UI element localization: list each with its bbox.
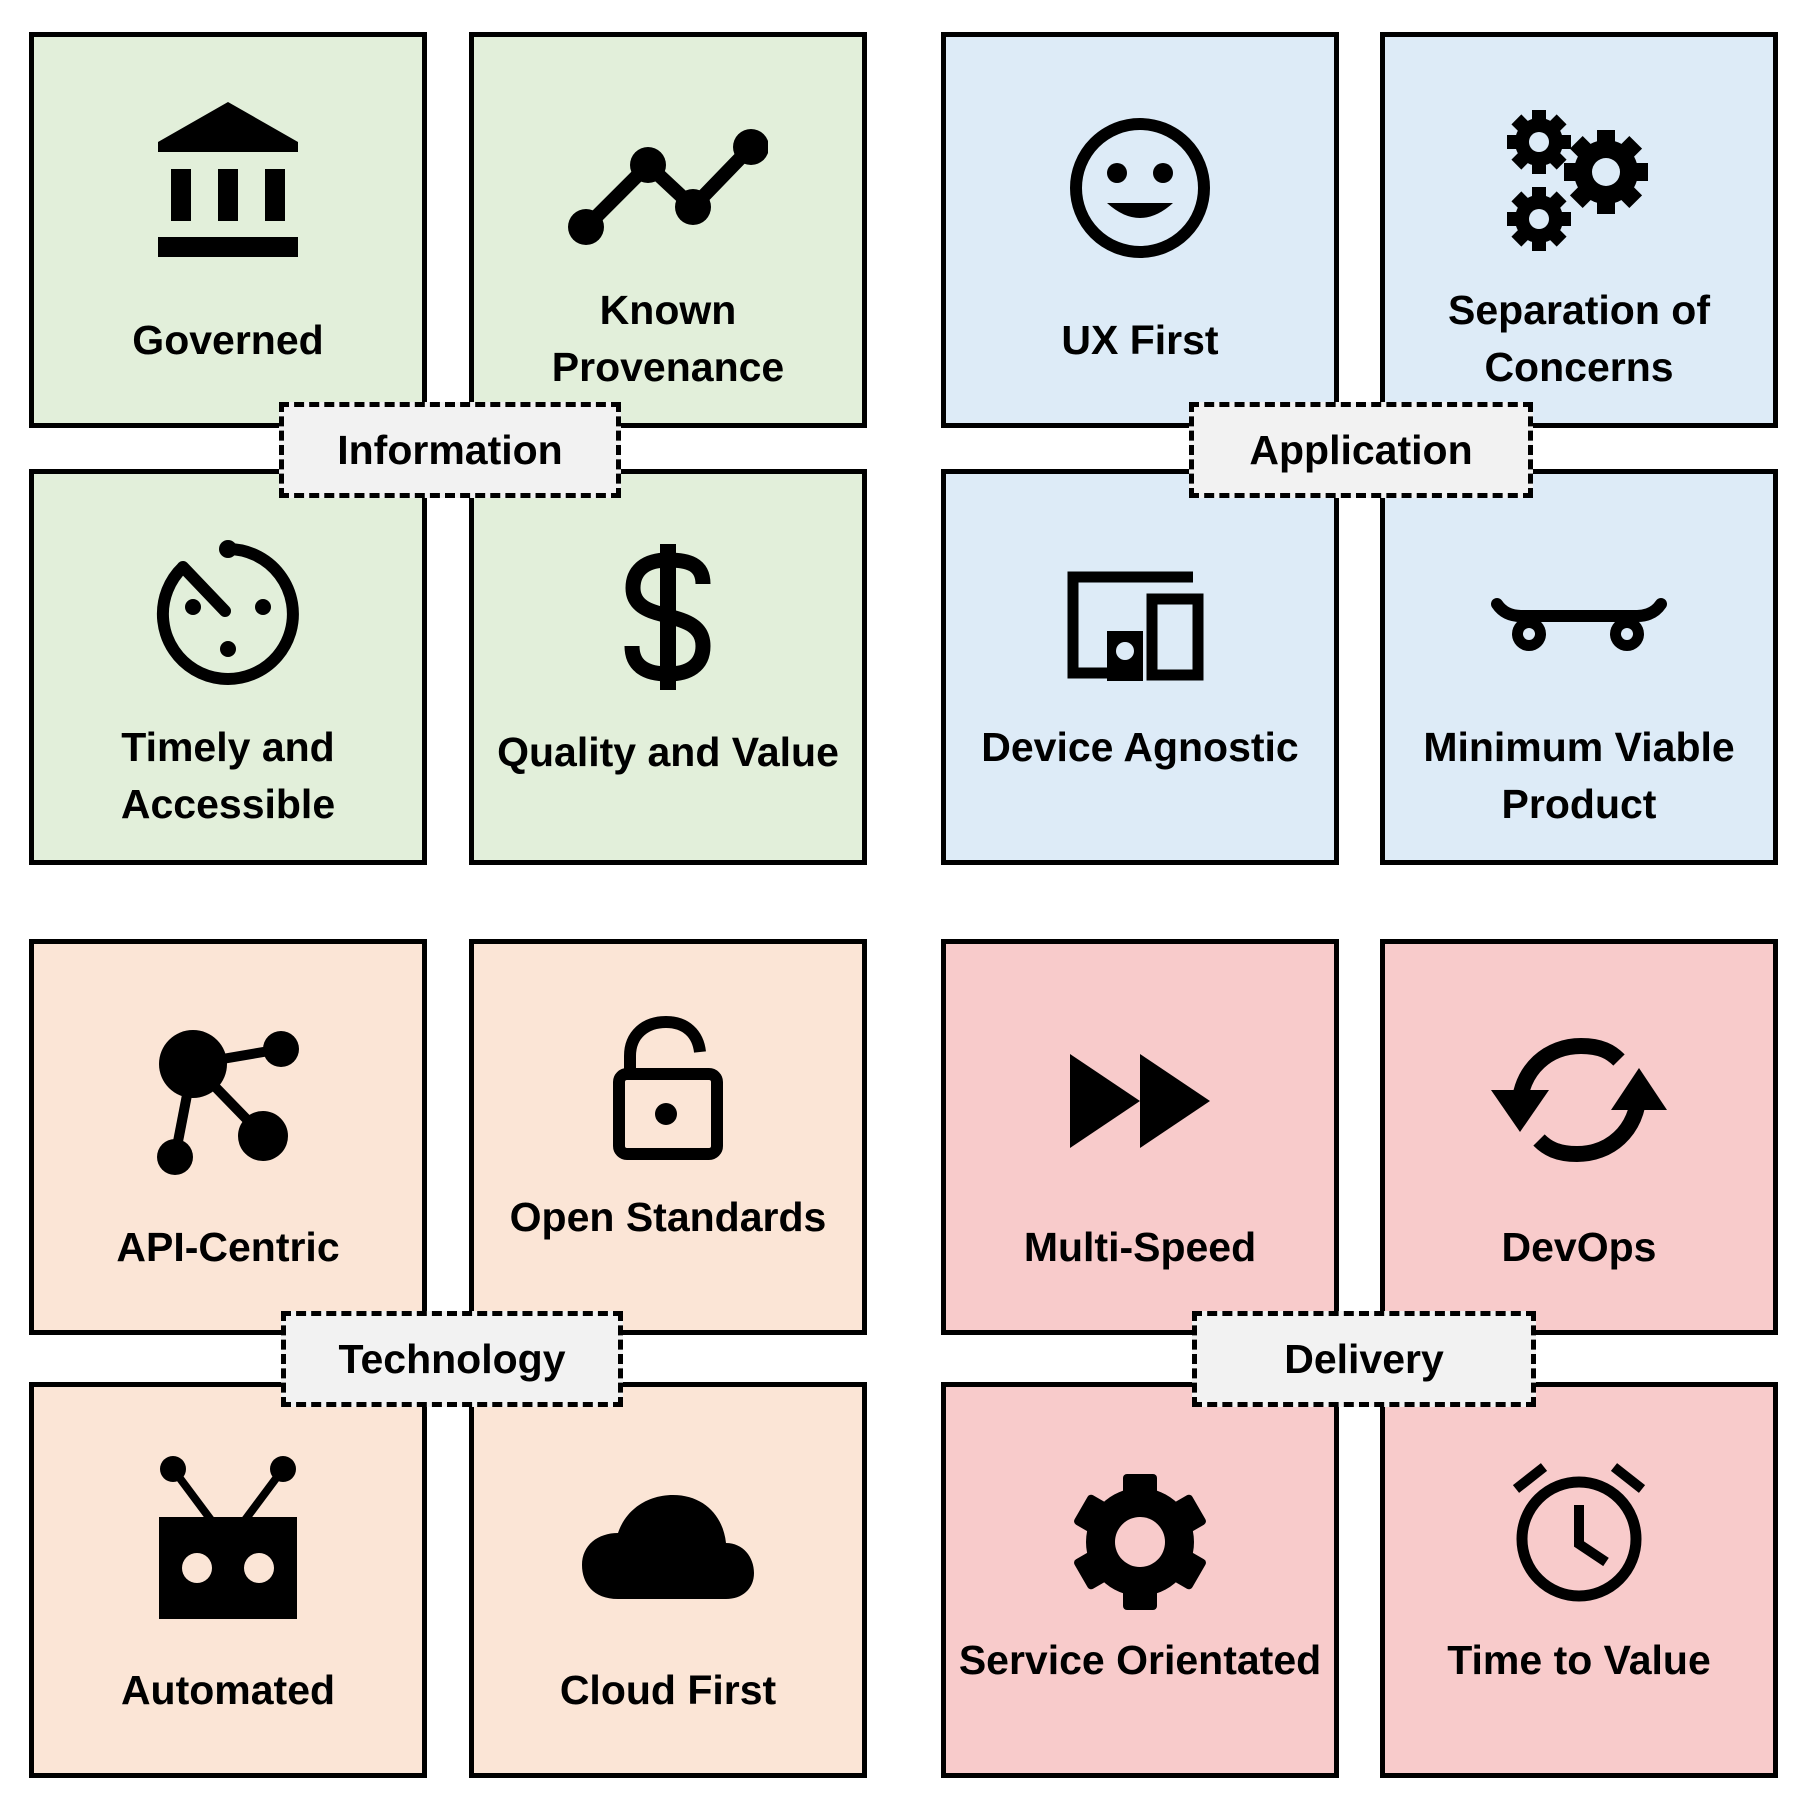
tile-label: Minimum Viable Product xyxy=(1423,724,1735,827)
tile-label: Open Standards xyxy=(509,1194,827,1240)
bank-icon xyxy=(34,97,422,267)
devices-icon xyxy=(946,569,1334,684)
tile-known-provenance: Known Provenance xyxy=(469,32,867,428)
tile-devops: DevOps xyxy=(1380,939,1778,1335)
tile-ux-first: UX First xyxy=(941,32,1339,428)
group-label-technology: Technology xyxy=(281,1311,623,1407)
tile-time-to-value: Time to Value xyxy=(1380,1382,1778,1778)
sync-arrows-icon xyxy=(1385,1032,1773,1167)
cloud-icon xyxy=(474,1487,862,1607)
dial-clock-icon xyxy=(34,539,422,689)
tile-label: Timely and Accessible xyxy=(120,724,336,827)
tile-multi-speed: Multi-Speed xyxy=(941,939,1339,1335)
tile-label: Device Agnostic xyxy=(981,724,1299,770)
tile-service-orientated: Service Orientated xyxy=(941,1382,1339,1778)
smiley-icon xyxy=(946,115,1334,261)
tile-label: Automated xyxy=(120,1667,336,1713)
tile-label: Time to Value xyxy=(1447,1637,1711,1683)
tile-label: UX First xyxy=(1061,317,1219,363)
group-label-information: Information xyxy=(279,402,621,498)
line-chart-icon xyxy=(474,127,862,247)
dollar-icon xyxy=(474,542,862,692)
alarm-clock-icon xyxy=(1385,1459,1773,1609)
tile-separation-of-concerns: Separation of Concerns xyxy=(1380,32,1778,428)
tile-quality-and-value: Quality and Value xyxy=(469,469,867,865)
gears-icon xyxy=(1385,107,1773,257)
group-label-delivery: Delivery xyxy=(1192,1311,1536,1407)
group-label-application: Application xyxy=(1189,402,1533,498)
tile-label: Known Provenance xyxy=(551,287,785,390)
tile-label: DevOps xyxy=(1501,1224,1657,1270)
tile-minimum-viable-product: Minimum Viable Product xyxy=(1380,469,1778,865)
tile-label: Quality and Value xyxy=(497,729,839,775)
network-icon xyxy=(34,1029,422,1179)
gear-icon xyxy=(946,1467,1334,1617)
robot-icon xyxy=(34,1455,422,1625)
fast-forward-icon xyxy=(946,1049,1334,1154)
tile-label: Multi-Speed xyxy=(1023,1224,1257,1270)
tile-timely-and-accessible: Timely and Accessible xyxy=(29,469,427,865)
tile-label: Cloud First xyxy=(559,1667,777,1713)
tile-label: API-Centric xyxy=(116,1224,340,1270)
tile-device-agnostic: Device Agnostic xyxy=(941,469,1339,865)
tile-label: Service Orientated xyxy=(958,1637,1322,1683)
tile-governed: Governed xyxy=(29,32,427,428)
tile-api-centric: API-Centric xyxy=(29,939,427,1335)
tile-open-standards: Open Standards xyxy=(469,939,867,1335)
tile-cloud-first: Cloud First xyxy=(469,1382,867,1778)
tile-automated: Automated xyxy=(29,1382,427,1778)
skateboard-icon xyxy=(1385,594,1773,664)
tile-label: Governed xyxy=(132,317,324,363)
tile-label: Separation of Concerns xyxy=(1448,287,1710,390)
unlocked-padlock-icon xyxy=(474,1014,862,1164)
